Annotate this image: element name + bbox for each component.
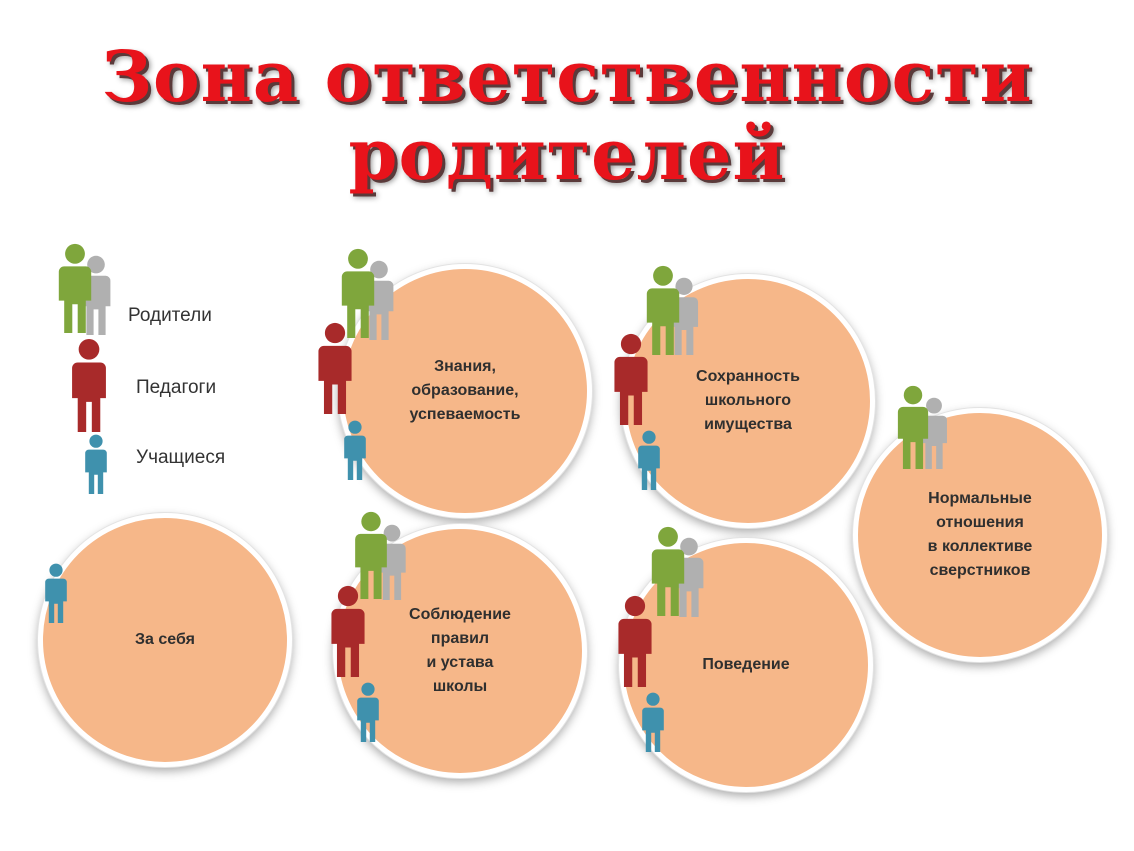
zone-label: Нормальные отношения в коллективе сверст…	[927, 490, 1033, 579]
zone-relationships: Нормальные отношения в коллективе сверст…	[853, 408, 1107, 662]
legend-label-parents: Родители	[128, 305, 212, 326]
teacher-icon	[615, 595, 655, 687]
teacher-icon	[315, 322, 355, 414]
teacher-icon	[70, 338, 108, 432]
student-icon	[353, 682, 383, 742]
student-icon	[340, 420, 370, 480]
zone-label: Соблюдение правил и устава школы	[409, 606, 511, 695]
page-title-line-2: родителей	[348, 113, 786, 196]
page-title-line-1: Зона ответственности	[101, 35, 1033, 118]
student-icon	[634, 430, 664, 490]
student-icon	[81, 434, 111, 494]
zone-label: Знания, образование, успеваемость	[409, 358, 521, 423]
legend-label-teachers: Педагоги	[136, 377, 217, 398]
parent-icon	[650, 525, 686, 617]
student-icon	[41, 563, 71, 623]
zone-label: Поведение	[702, 656, 790, 673]
teacher-icon	[611, 333, 651, 425]
teacher-icon	[328, 585, 368, 677]
zone-label: За себя	[135, 631, 195, 648]
zone-behavior: Поведение	[619, 538, 873, 792]
parent-icon	[895, 385, 931, 469]
zone-self: За себя	[38, 513, 292, 767]
student-icon	[638, 692, 668, 752]
zone-label: Сохранность школьного имущества	[696, 368, 800, 433]
legend-label-students: Учащиеся	[136, 447, 226, 468]
